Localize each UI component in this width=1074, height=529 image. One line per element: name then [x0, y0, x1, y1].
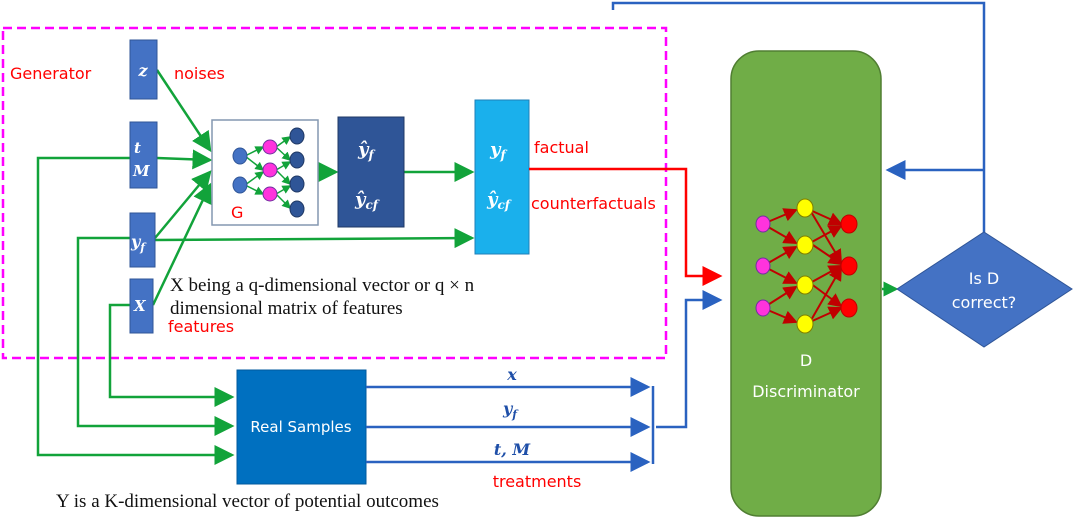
y-description: Y is a K-dimensional vector of potential… — [56, 491, 439, 512]
blue-connectors — [366, 1, 986, 472]
yf-input-block — [129, 212, 156, 268]
x-description-line2: dimensional matrix of features — [170, 298, 403, 319]
treatments-label: treatments — [493, 472, 582, 491]
t-symbol: t — [134, 139, 141, 157]
yhat-cf-combined-symbol: ŷcf — [486, 189, 512, 212]
M-symbol: M — [132, 162, 150, 180]
yhat-f-symbol: ŷf — [357, 139, 375, 162]
tM-to-real-samples-arrow — [36, 156, 235, 465]
discriminator-network-icon — [755, 198, 858, 334]
x-real-label: x — [506, 365, 517, 384]
decision-line1: Is D — [969, 269, 999, 288]
x-input-block — [129, 278, 154, 334]
generated-to-discriminator-arrow — [529, 167, 723, 286]
tM-to-g-arrow — [156, 149, 213, 170]
z-symbol: z — [137, 61, 148, 80]
real-samples-block — [236, 369, 367, 485]
yhat-cf-symbol: ŷcf — [354, 189, 380, 212]
generator-network-icon — [232, 127, 305, 218]
yf-real-label: yf — [502, 399, 519, 421]
generator-output-block — [337, 116, 405, 228]
green-connectors — [36, 69, 899, 465]
tM-input-block — [129, 121, 158, 189]
feedback-to-generator-line — [611, 1, 986, 233]
yf-symbol: yf — [130, 232, 147, 254]
g-label: G — [231, 203, 243, 222]
generator-region — [1, 26, 668, 360]
generator-label: Generator — [10, 64, 92, 83]
x-description-line1: X being a q-dimensional vector or q × n — [170, 275, 475, 296]
discriminator-letter: D — [800, 351, 812, 370]
real-to-discriminator-arrow — [656, 290, 723, 429]
factual-label: factual — [534, 138, 589, 157]
counterfactuals-label: counterfactuals — [531, 194, 656, 213]
X-symbol: X — [133, 297, 147, 315]
x-to-real-samples-arrow — [108, 303, 235, 407]
y-f-symbol: yf — [489, 139, 507, 162]
discriminator-label: Discriminator — [752, 382, 860, 401]
features-label: features — [168, 317, 234, 336]
noises-label: noises — [174, 64, 225, 83]
decision-line2: correct? — [952, 293, 1017, 312]
x-to-g-arrow — [151, 182, 212, 306]
tM-real-label: t, M — [494, 440, 532, 459]
yf-to-combined-arrow — [154, 228, 475, 249]
combined-output-block — [474, 99, 530, 255]
real-samples-label: Real Samples — [250, 418, 351, 436]
z-to-g-arrow — [155, 69, 212, 153]
yf-to-real-samples-arrow — [76, 236, 235, 436]
decision-diamond — [896, 231, 1073, 348]
z-input-block — [129, 39, 158, 100]
